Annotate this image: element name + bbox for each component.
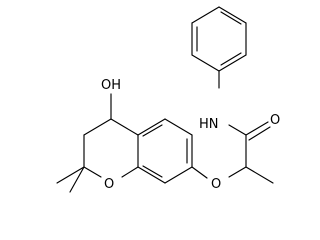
amide-oxygen-label: O [270, 113, 280, 128]
bond [137, 118, 166, 136]
bond [142, 165, 163, 178]
bond [220, 52, 242, 66]
bond [137, 166, 166, 184]
bond [191, 6, 220, 24]
bond [56, 166, 85, 184]
bond [83, 166, 102, 178]
hydroxyl-label: OH [101, 78, 121, 93]
bond [218, 54, 247, 72]
bond [121, 166, 139, 178]
bond [220, 11, 242, 25]
bond [228, 124, 247, 136]
atom-label-layer: OH HN O O O [101, 78, 280, 192]
bond [69, 166, 85, 193]
bond [245, 121, 269, 136]
bond [245, 166, 274, 184]
ether-oxygen-label: O [211, 177, 221, 192]
bond [218, 6, 247, 24]
bond [164, 118, 193, 136]
bond [164, 166, 193, 184]
structure-canvas: OH HN O O O [56, 6, 281, 193]
bond [191, 166, 208, 179]
bond [142, 124, 163, 137]
bond [110, 118, 139, 136]
bond [248, 126, 271, 141]
molecule-structure: OH HN O O O [56, 6, 280, 193]
amide-nh-label: HN [199, 117, 219, 132]
ring-oxygen-label: O [104, 177, 114, 192]
bond [83, 118, 112, 136]
bond [228, 166, 247, 178]
bond [191, 54, 220, 72]
bond-layer [56, 6, 274, 193]
